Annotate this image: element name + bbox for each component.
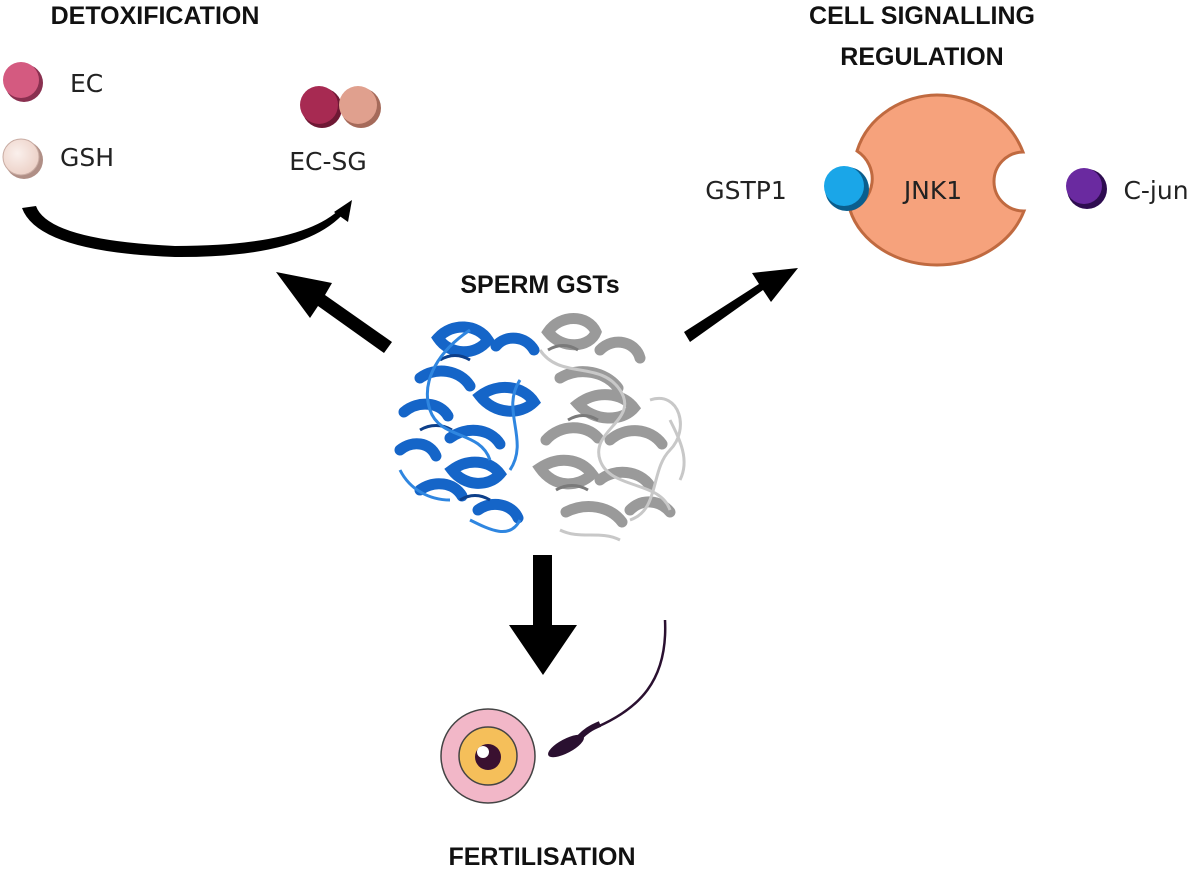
gstp1-label: GSTP1 xyxy=(705,176,787,205)
gsh-molecule-icon xyxy=(2,138,43,179)
arrow-to-cell-signalling xyxy=(684,268,798,342)
gsh-label: GSH xyxy=(60,143,114,172)
ec-label: EC xyxy=(70,69,103,98)
detoxification-heading: DETOXIFICATION xyxy=(51,2,260,30)
detox-reaction-arrow xyxy=(22,200,352,258)
sperm-icon xyxy=(548,619,667,758)
arrow-to-fertilisation xyxy=(509,555,577,675)
arrow-to-detoxification xyxy=(276,272,392,353)
cell-signalling-heading: CELL SIGNALLING xyxy=(809,2,1035,30)
ec-molecule-icon xyxy=(3,62,43,102)
cjun-label: C-jun xyxy=(1123,176,1188,205)
gst-dimer-ribbon-icon xyxy=(394,313,686,542)
oocyte-icon xyxy=(440,708,536,804)
cjun-molecule-icon xyxy=(1066,168,1107,209)
gstp1-molecule-icon xyxy=(824,166,869,211)
fertilisation-heading: FERTILISATION xyxy=(448,843,635,871)
jnk1-label: JNK1 xyxy=(902,176,962,205)
ec-sg-label: EC-SG xyxy=(289,147,367,176)
ec-sg-conjugate-icon xyxy=(300,86,381,128)
regulation-heading: REGULATION xyxy=(840,43,1003,71)
sperm-gsts-heading: SPERM GSTs xyxy=(460,271,619,299)
